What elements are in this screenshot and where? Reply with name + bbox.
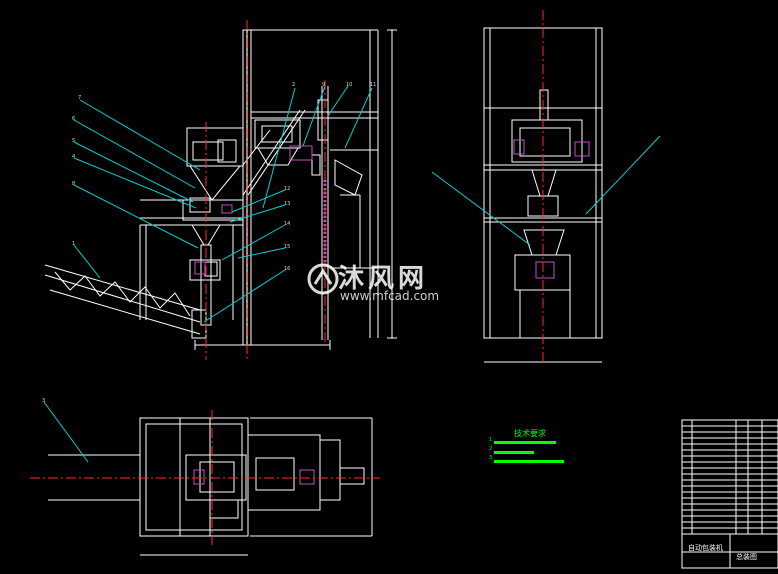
centerlines-plan [30,410,380,545]
callout-number: 9 [322,82,326,88]
drawing-number: 总装图 [736,553,757,561]
callout-number: 5 [72,138,76,144]
callout-number: 8 [72,181,76,187]
note-item-number: 3 [489,455,493,461]
callout-number: 3 [42,398,46,404]
callout-number: 6 [72,116,76,122]
callout-number: 12 [284,186,291,192]
callout-leaders-plan [43,401,89,463]
callout-number: 4 [72,154,76,160]
watermark-url: www.mfcad.com [340,289,440,303]
note-item-number: 2 [489,446,493,452]
callout-number: 10 [346,82,353,88]
callout-number: 2 [292,82,296,88]
callout-number: 15 [284,244,291,250]
note-item-number: 1 [489,437,493,443]
technical-notes [494,441,564,463]
callout-number: 14 [284,221,291,227]
callout-number: 13 [284,201,291,207]
title-block-rows [682,425,778,529]
title-block [681,419,778,569]
callout-leaders-side [431,135,661,246]
plan-view [48,417,373,556]
plan-magenta-parts [193,469,315,485]
callout-leaders-front [73,85,373,323]
callout-number: 7 [78,95,82,101]
mfcad-logo-icon [307,263,339,295]
drawing-title: 自动包装机 [688,544,723,552]
callout-number: 11 [370,82,377,88]
side-magenta-parts [513,139,590,279]
watermark-text: 沐风网 [338,264,429,294]
callout-number: 1 [72,241,76,247]
callout-number: 16 [284,266,291,272]
notes-title: 技术要求 [514,429,546,438]
